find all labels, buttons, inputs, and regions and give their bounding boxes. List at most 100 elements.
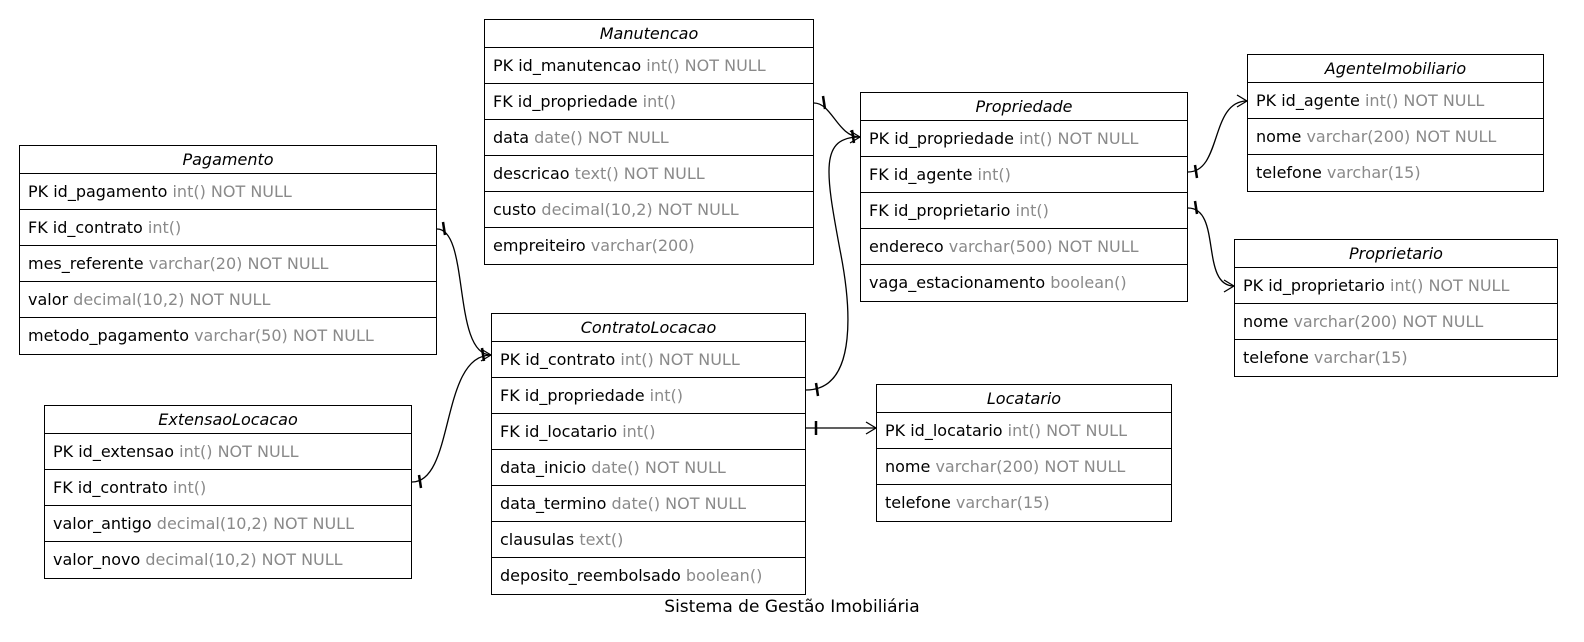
attribute-name: FK id_proprietario	[869, 201, 1011, 220]
attribute-name: custo	[493, 200, 537, 219]
tick-pagamento-fk	[441, 221, 447, 236]
attribute-type: text()	[574, 530, 624, 549]
attribute-type: int()	[167, 478, 207, 497]
attribute-name: empreiteiro	[493, 236, 586, 255]
attribute-type: varchar(200) NOT NULL	[1288, 312, 1484, 331]
attribute-name: data_termino	[500, 494, 607, 513]
attribute-row: nome varchar(200) NOT NULL	[1235, 304, 1557, 340]
attribute-row: descricao text() NOT NULL	[485, 156, 813, 192]
attribute-type: boolean()	[680, 566, 763, 585]
attribute-name: PK id_manutencao	[493, 56, 642, 75]
entity-agente-imobiliario[interactable]: AgenteImobiliario PK id_agente int() NOT…	[1247, 54, 1544, 192]
attribute-row: FK id_contrato int()	[45, 470, 411, 506]
entity-title: Proprietario	[1235, 240, 1557, 268]
attribute-row: PK id_pagamento int() NOT NULL	[20, 174, 436, 210]
attribute-type: int() NOT NULL	[641, 56, 766, 75]
attribute-row: data_termino date() NOT NULL	[492, 486, 805, 522]
crowfoot-locatario	[865, 421, 877, 435]
attribute-row: vaga_estacionamento boolean()	[861, 265, 1187, 301]
attribute-row: custo decimal(10,2) NOT NULL	[485, 192, 813, 228]
attribute-row: valor_novo decimal(10,2) NOT NULL	[45, 542, 411, 578]
attribute-type: int() NOT NULL	[1013, 129, 1139, 148]
attribute-type: varchar(200) NOT NULL	[1301, 127, 1497, 146]
attribute-type: decimal(10,2) NOT NULL	[140, 550, 343, 569]
attribute-row: nome varchar(200) NOT NULL	[1248, 119, 1543, 155]
attribute-row: telefone varchar(15)	[877, 485, 1171, 521]
crowfoot-contrato	[480, 348, 492, 362]
attribute-row: data_inicio date() NOT NULL	[492, 450, 805, 486]
attribute-name: FK id_propriedade	[493, 92, 638, 111]
link-contrato-propriedade	[805, 136, 861, 391]
attribute-row: empreiteiro varchar(200)	[485, 228, 813, 264]
attribute-row: PK id_agente int() NOT NULL	[1248, 83, 1543, 119]
attribute-name: valor_novo	[53, 550, 141, 569]
attribute-name: PK id_locatario	[885, 421, 1003, 440]
attribute-type: varchar(15)	[950, 493, 1050, 512]
entity-locatario[interactable]: Locatario PK id_locatario int() NOT NULL…	[876, 384, 1172, 522]
attribute-name: nome	[885, 457, 931, 476]
attribute-row: deposito_reembolsado boolean()	[492, 558, 805, 594]
attribute-name: nome	[1256, 127, 1302, 146]
entity-propriedade[interactable]: Propriedade PK id_propriedade int() NOT …	[860, 92, 1188, 302]
attribute-row: FK id_proprietario int()	[861, 193, 1187, 229]
entity-title: Manutencao	[485, 20, 813, 48]
attribute-row: data date() NOT NULL	[485, 120, 813, 156]
entity-title: Locatario	[877, 385, 1171, 413]
attribute-type: varchar(15)	[1321, 163, 1421, 182]
attribute-type: int()	[142, 218, 182, 237]
attribute-name: endereco	[869, 237, 944, 256]
attribute-name: valor_antigo	[53, 514, 152, 533]
entity-proprietario[interactable]: Proprietario PK id_proprietario int() NO…	[1234, 239, 1558, 377]
attribute-name: valor	[28, 290, 69, 309]
attribute-row: endereco varchar(500) NOT NULL	[861, 229, 1187, 265]
attribute-row: FK id_locatario int()	[492, 414, 805, 450]
attribute-row: metodo_pagamento varchar(50) NOT NULL	[20, 318, 436, 354]
attribute-row: valor_antigo decimal(10,2) NOT NULL	[45, 506, 411, 542]
attribute-row: PK id_contrato int() NOT NULL	[492, 342, 805, 378]
attribute-type: int() NOT NULL	[167, 182, 292, 201]
tick-manutencao-fk	[821, 95, 827, 110]
tick-extensao-fk	[417, 474, 423, 489]
attribute-name: deposito_reembolsado	[500, 566, 681, 585]
attribute-row: telefone varchar(15)	[1248, 155, 1543, 191]
entity-title: Propriedade	[861, 93, 1187, 121]
attribute-type: decimal(10,2) NOT NULL	[536, 200, 739, 219]
attribute-row: PK id_proprietario int() NOT NULL	[1235, 268, 1557, 304]
attribute-name: data	[493, 128, 530, 147]
attribute-row: PK id_manutencao int() NOT NULL	[485, 48, 813, 84]
attribute-name: FK id_contrato	[53, 478, 168, 497]
attribute-type: int()	[644, 386, 683, 405]
attribute-type: int() NOT NULL	[1002, 421, 1128, 440]
attribute-name: telefone	[1243, 348, 1309, 367]
attribute-name: PK id_propriedade	[869, 129, 1014, 148]
attribute-row: mes_referente varchar(20) NOT NULL	[20, 246, 436, 282]
entity-pagamento[interactable]: Pagamento PK id_pagamento int() NOT NULL…	[19, 145, 437, 355]
attribute-name: metodo_pagamento	[28, 326, 189, 345]
attribute-type: int() NOT NULL	[1359, 91, 1485, 110]
attribute-name: PK id_agente	[1256, 91, 1360, 110]
crowfoot-propriedade-manutencao	[849, 130, 861, 144]
crowfoot-proprietario	[1223, 279, 1235, 293]
entity-title: AgenteImobiliario	[1248, 55, 1543, 83]
entity-manutencao[interactable]: Manutencao PK id_manutencao int() NOT NU…	[484, 19, 814, 265]
attribute-type: decimal(10,2) NOT NULL	[151, 514, 354, 533]
entity-title: ExtensaoLocacao	[45, 406, 411, 434]
attribute-type: int() NOT NULL	[1384, 276, 1510, 295]
attribute-row: FK id_propriedade int()	[485, 84, 813, 120]
attribute-row: nome varchar(200) NOT NULL	[877, 449, 1171, 485]
entity-extensao-locacao[interactable]: ExtensaoLocacao PK id_extensao int() NOT…	[44, 405, 412, 579]
attribute-type: int()	[1010, 201, 1049, 220]
entity-contrato-locacao[interactable]: ContratoLocacao PK id_contrato int() NOT…	[491, 313, 806, 595]
attribute-name: FK id_propriedade	[500, 386, 645, 405]
attribute-type: int() NOT NULL	[174, 442, 299, 461]
attribute-type: varchar(500) NOT NULL	[943, 237, 1139, 256]
attribute-type: varchar(20) NOT NULL	[143, 254, 329, 273]
attribute-name: telefone	[1256, 163, 1322, 182]
link-manutencao-propriedade	[813, 102, 861, 138]
attribute-type: varchar(200) NOT NULL	[930, 457, 1126, 476]
attribute-name: telefone	[885, 493, 951, 512]
attribute-name: FK id_agente	[869, 165, 973, 184]
link-pagamento-contrato	[436, 228, 492, 356]
attribute-row: PK id_propriedade int() NOT NULL	[861, 121, 1187, 157]
attribute-type: int()	[972, 165, 1011, 184]
